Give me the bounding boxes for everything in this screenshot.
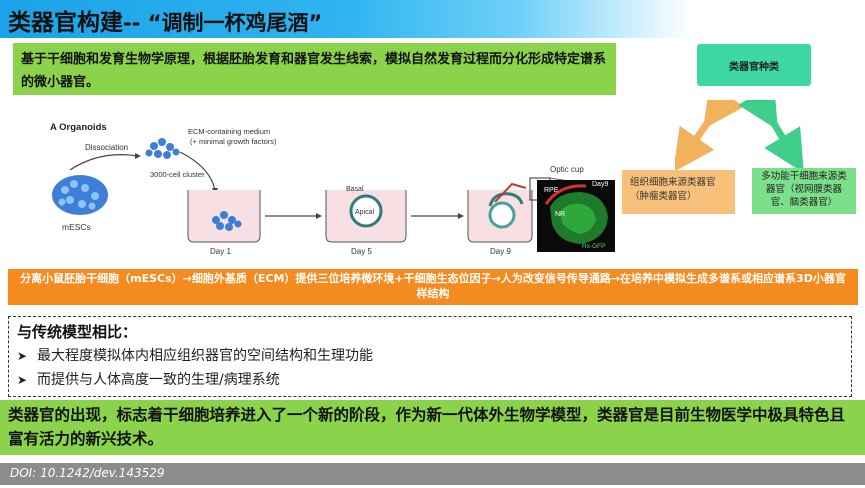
ecm-label: ECM-containing medium [188,127,270,136]
dissociated-cells [145,138,180,159]
comparison-item-text: 最大程度模拟体内相应组织器官的空间结构和生理功能 [37,348,373,364]
arrow-bullet-icon: ➤ [17,349,28,363]
mescs-label: mESCs [62,222,91,232]
dissociation-label: Dissociation [85,143,128,152]
intro-text: 基于干细胞和发育生物学原理，根据胚胎发育和器官发生线索，模拟自然发育过程而分化形… [13,43,616,95]
dissociation-arrow [69,154,139,171]
organoid-figure: A Organoids Dissociation mESCs ECM-conta… [50,122,615,256]
comparison-box: 与传统模型相比： ➤ 最大程度模拟体内相应组织器官的空间结构和生理功能 ➤ 而提供与… [8,316,852,397]
ecm-sub-label: (+ minimal growth factors) [190,137,277,146]
optic-cup-shape [488,192,524,207]
cluster-label: 3000-cell cluster [150,170,205,179]
summary-text: 类器官的出现，标志着干细胞培养进入了一个新的阶段，作为新一代体外生物学模型，类器… [0,400,865,455]
doi-citation: DOI: 10.1242/dev.143529 [0,463,865,485]
mescs-colony [52,175,108,215]
gfp-label: Rx-GFP [582,243,605,250]
comparison-item: ➤ 最大程度模拟体内相应组织器官的空间结构和生理功能 [17,345,373,365]
nr-label: NR [555,211,565,218]
day9-image-label: Day9 [592,181,608,188]
panel-label: A Organoids [50,122,107,133]
arrow-bullet-icon: ➤ [17,373,28,387]
day9-label: Day 9 [490,247,511,256]
optic-cup-label: Optic cup [550,165,584,174]
stem-organoid-box: 多功能干细胞来源类器官（视网膜类器官、脑类器官） [752,168,856,214]
bidirectional-arrows [675,100,804,170]
tissue-organoid-box: 组织细胞来源类器官（肿瘤类器官） [622,170,735,214]
arrow-to-tissue [675,100,745,170]
vesicle-day5 [349,194,383,228]
organoid-types-box: 类器官种类 [697,44,811,86]
title-bar [0,0,865,38]
cluster-day1 [212,211,242,231]
process-bar: 分离小鼠胚胎干细胞（mESCs）→细胞外基质（ECM）提供三位培养微环境+干细胞… [8,269,858,305]
page-title: 类器官构建-- “调制一杯鸡尾酒” [8,3,322,37]
basal-label: Basal [346,186,364,193]
rpe-label: RPE [544,187,559,194]
comparison-item: ➤ 而提供与人体高度一致的生理/病理系统 [17,369,280,389]
comparison-item-text: 而提供与人体高度一致的生理/病理系统 [37,372,280,388]
apical-label: Apical [355,209,375,216]
day5-label: Day 5 [351,247,372,256]
title-sub: -- “调制一杯鸡尾酒” [123,11,323,35]
arrow-to-stem [738,100,804,170]
transfer-arrow [179,151,216,191]
title-main: 类器官构建 [8,10,123,36]
day1-label: Day 1 [210,247,231,256]
comparison-title: 与传统模型相比： [17,323,138,341]
